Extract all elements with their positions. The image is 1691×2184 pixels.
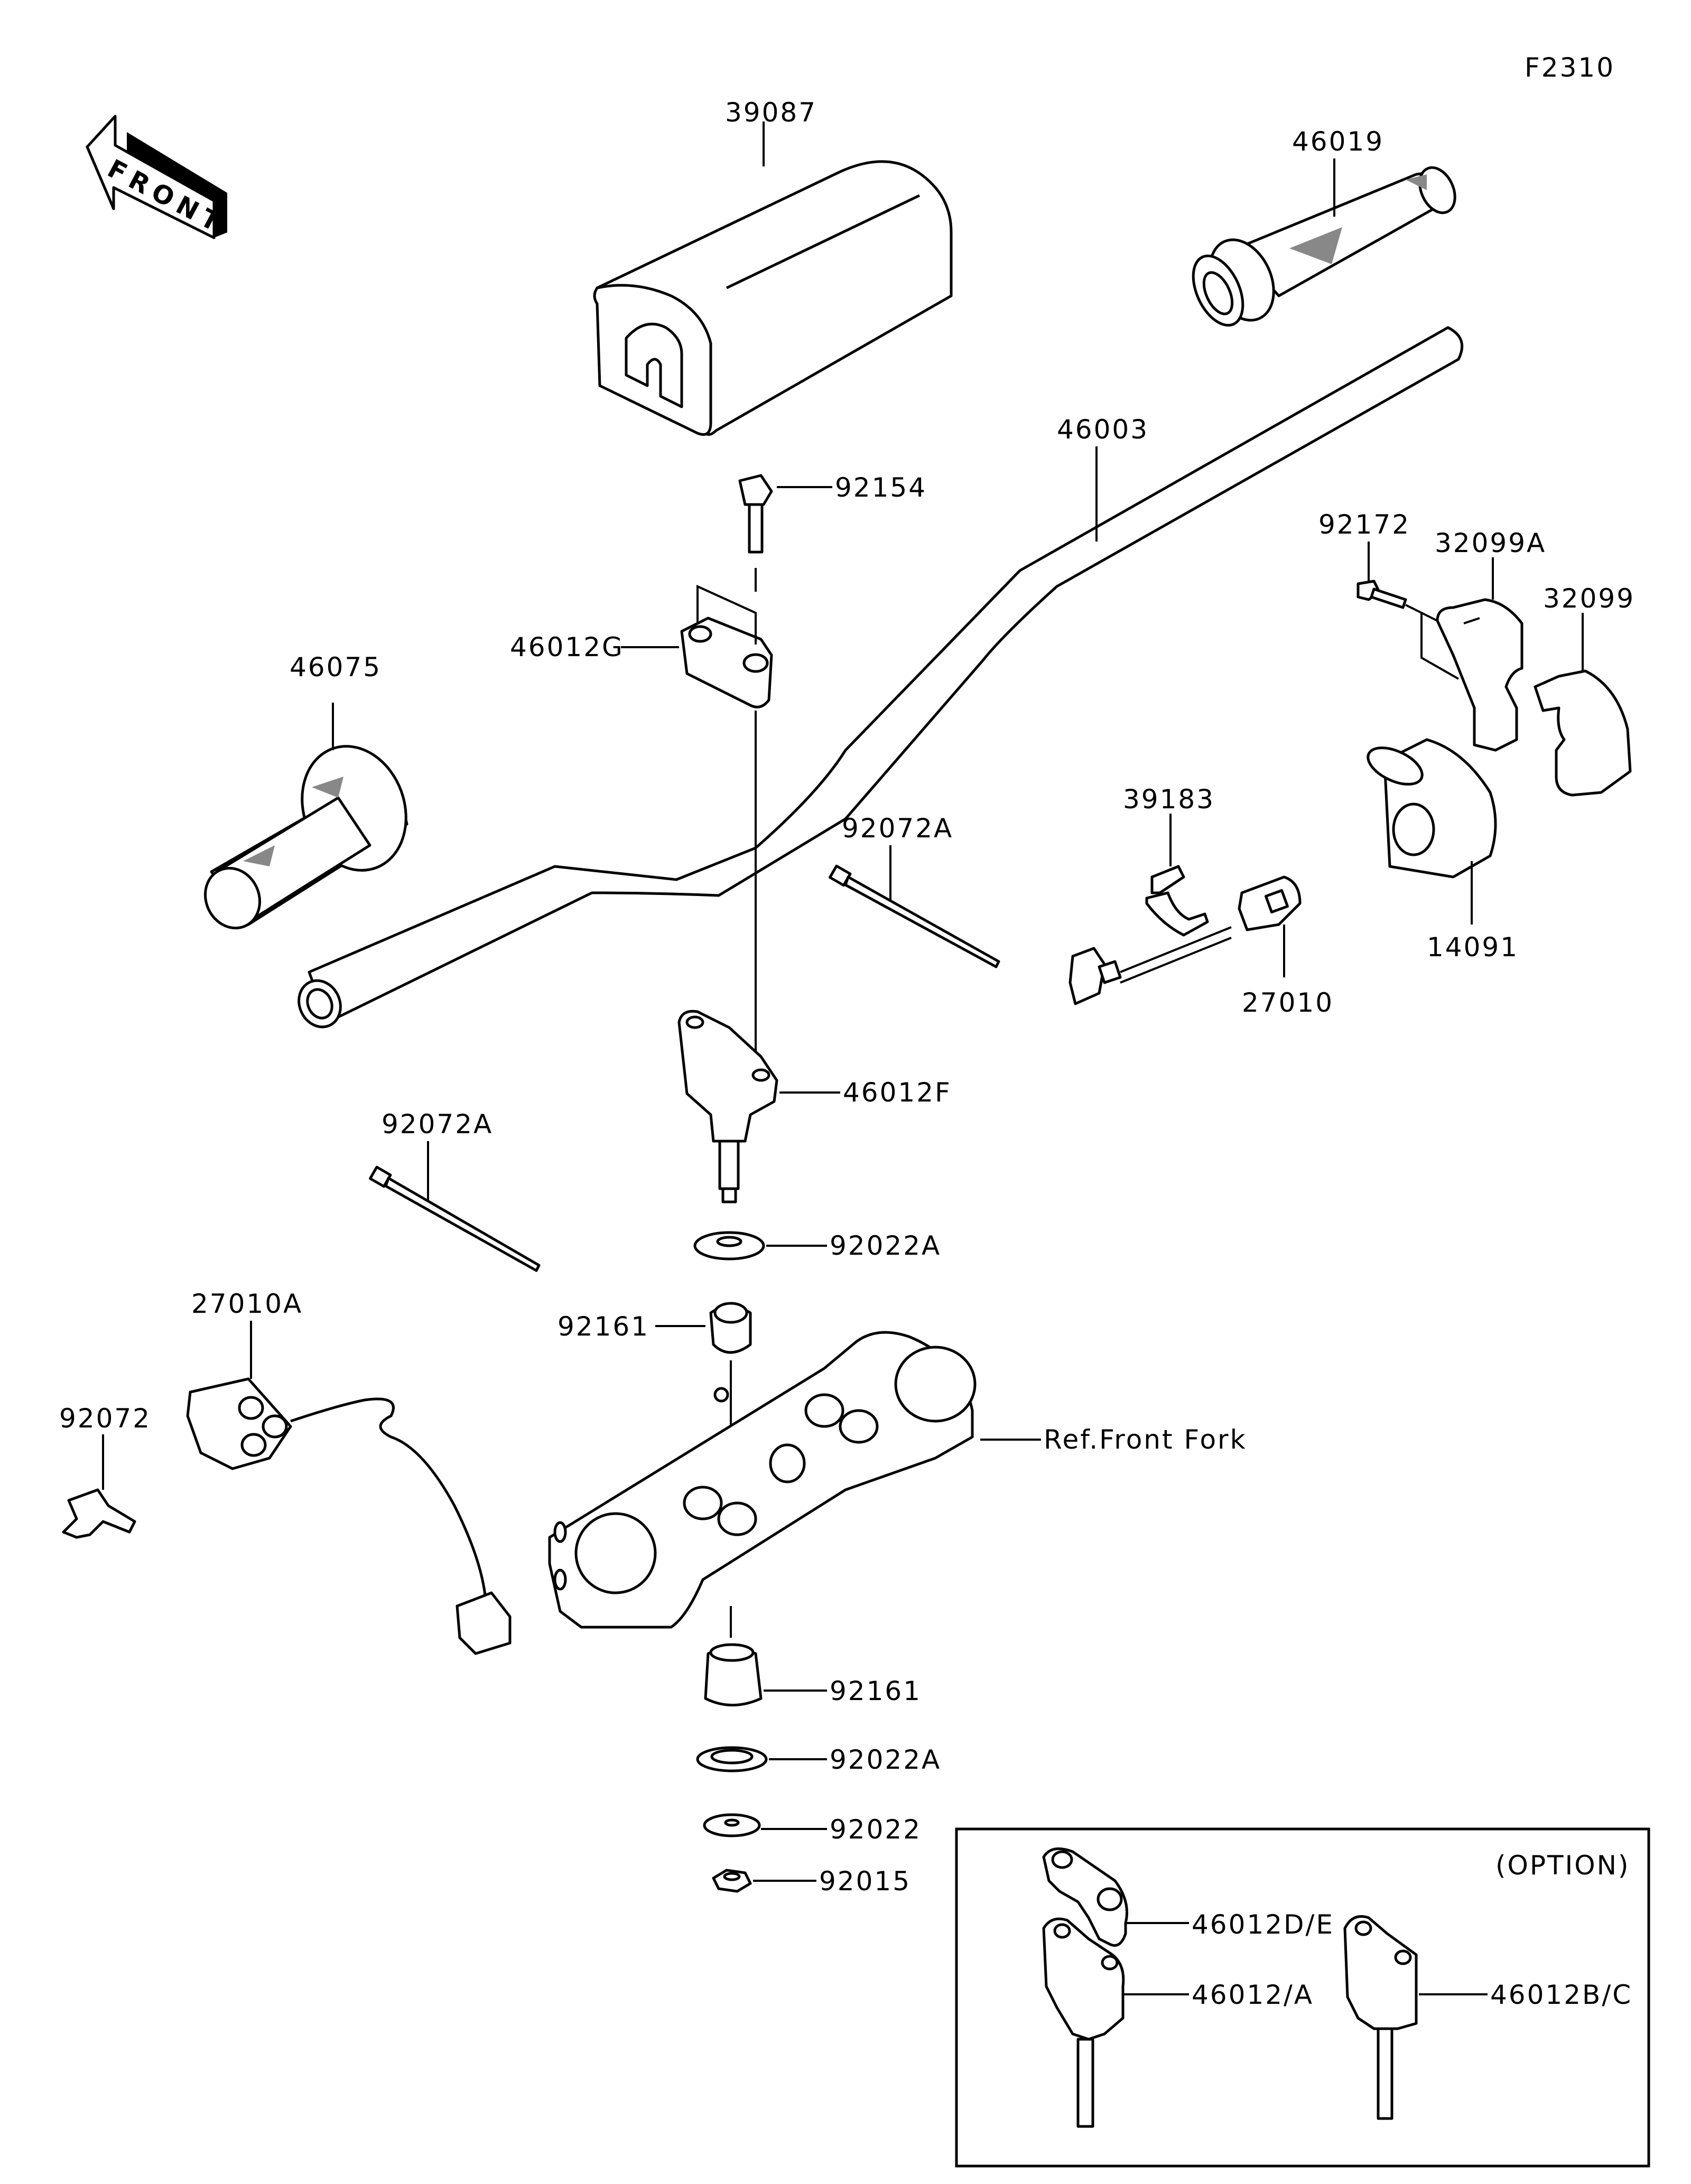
label-92022A-lower: 92022A — [830, 1744, 941, 1775]
option-box: (OPTION) 46012D/E 46012/A 46012B/C — [955, 1827, 1650, 2168]
label-46012F: 46012F — [843, 1077, 952, 1108]
option-label-46012-A: 46012/A — [1192, 1980, 1314, 2010]
option-46012D-E-clamp[interactable]: 46012D/E — [1042, 1847, 1334, 1947]
label-ref-front-fork: Ref.Front Fork — [1044, 1424, 1247, 1455]
label-27010A: 27010A — [191, 1289, 303, 1319]
part-14091-switch-housing[interactable]: 14091 — [1362, 738, 1519, 963]
part-27010-switch-connector[interactable]: 27010 — [1069, 875, 1334, 1018]
part-46075-left-grip[interactable]: 46075 — [196, 652, 423, 937]
label-27010: 27010 — [1242, 987, 1334, 1018]
part-upper-triple-clamp[interactable]: Ref.Front Fork — [548, 1331, 1247, 1638]
part-92072A-cable-tie-upper[interactable]: 92072A — [829, 813, 1000, 968]
front-direction-arrow-icon: FRONT — [86, 112, 230, 240]
part-46012F-riser[interactable]: 46012F — [677, 1010, 952, 1203]
label-32099A: 32099A — [1435, 528, 1546, 558]
part-92022A-washer-lower[interactable]: 92022A — [696, 1744, 941, 1775]
part-46003-handlebar[interactable]: 46003 — [292, 326, 1464, 1034]
part-92161-damper-upper[interactable]: 92161 — [558, 1302, 752, 1453]
label-14091: 14091 — [1427, 932, 1519, 963]
part-27010A-switch[interactable]: 27010A — [186, 1289, 512, 1655]
label-92161-lower: 92161 — [830, 1676, 922, 1706]
label-92072: 92072 — [59, 1403, 151, 1434]
label-92172: 92172 — [1318, 509, 1410, 540]
option-label-46012D-E: 46012D/E — [1192, 1909, 1334, 1940]
label-39183: 39183 — [1123, 784, 1215, 815]
part-92022-washer[interactable]: 92022 — [703, 1813, 922, 1845]
label-92072A-lower: 92072A — [382, 1109, 493, 1140]
option-title: (OPTION) — [1495, 1850, 1630, 1881]
diagram-code: F2310 — [1525, 52, 1615, 83]
label-92022: 92022 — [830, 1814, 922, 1845]
label-92072A-upper: 92072A — [842, 813, 953, 844]
label-92154: 92154 — [835, 472, 927, 503]
label-46019: 46019 — [1292, 126, 1384, 157]
part-92022A-washer-upper[interactable]: 92022A — [693, 1230, 941, 1261]
part-32099-housing[interactable]: 32099 — [1534, 583, 1635, 797]
part-39183-clip[interactable]: 39183 — [1123, 784, 1215, 937]
option-46012-A-riser[interactable]: 46012/A — [1042, 1917, 1314, 2128]
label-46003: 46003 — [1057, 414, 1149, 445]
part-46019-throttle-grip[interactable]: 46019 — [1183, 126, 1462, 333]
label-46012G: 46012G — [510, 632, 624, 662]
label-92161-upper: 92161 — [558, 1311, 649, 1342]
label-92015: 92015 — [819, 1866, 911, 1897]
part-92072-clip[interactable]: 92072 — [59, 1403, 151, 1539]
label-32099: 32099 — [1543, 583, 1635, 614]
part-92015-nut[interactable]: 92015 — [712, 1866, 911, 1897]
part-46012G-clamp[interactable]: 46012G — [510, 584, 773, 1057]
label-46075: 46075 — [290, 652, 382, 683]
part-39087-handlebar-pad[interactable]: 39087 — [593, 97, 953, 436]
label-39087: 39087 — [725, 97, 817, 128]
part-92072A-cable-tie-lower[interactable]: 92072A — [369, 1109, 541, 1272]
label-92022A-upper: 92022A — [830, 1230, 941, 1261]
part-92161-damper-lower[interactable]: 92161 — [704, 1643, 922, 1706]
part-92172-screw[interactable]: 92172 — [1318, 509, 1459, 680]
part-92154-bolt[interactable]: 92154 — [738, 472, 927, 592]
option-label-46012B-C: 46012B/C — [1490, 1980, 1632, 2010]
part-32099A-housing[interactable]: 32099A — [1435, 528, 1546, 752]
option-46012B-C-riser[interactable]: 46012B/C — [1343, 1915, 1632, 2120]
